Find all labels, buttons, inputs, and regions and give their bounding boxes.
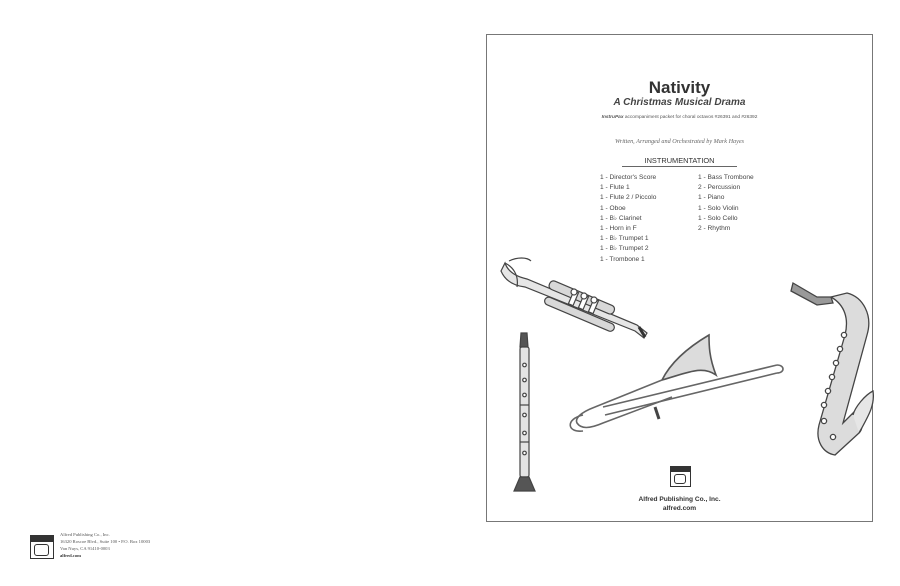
heading-rule bbox=[622, 166, 737, 167]
alfred-logo-icon bbox=[670, 466, 691, 487]
instrument-item: 1 - Director's Score bbox=[600, 174, 657, 181]
clarinet-icon bbox=[513, 332, 536, 492]
instrument-item: 1 - Flute 1 bbox=[600, 184, 630, 192]
credits-line: Written, Arranged and Orchestrated by Ma… bbox=[614, 138, 745, 145]
publisher-line: Alfred Publishing Co., Inc. bbox=[60, 532, 110, 537]
instrumentation-heading-text: INSTRUMENTATION bbox=[644, 156, 715, 165]
instrument-item: 1 - Piano bbox=[698, 194, 725, 202]
publisher-line: alfred.com bbox=[60, 553, 81, 558]
alfred-logo-icon bbox=[30, 535, 54, 559]
back-cover-publisher-block: Alfred Publishing Co., Inc. 16320 Roscoe… bbox=[30, 531, 250, 571]
packet-note-brand: InstruPax bbox=[601, 115, 624, 120]
cover-subtitle: A Christmas Musical Drama bbox=[613, 97, 746, 108]
instrument-item: 1 - Horn in F bbox=[600, 225, 637, 233]
instrument-item: 1 - Solo Cello bbox=[698, 214, 738, 222]
instrument-item: 1 - B♭ Trumpet 1 bbox=[600, 235, 649, 243]
publisher-name: Alfred Publishing Co., Inc. bbox=[638, 496, 721, 503]
packet-note: InstruPax accompaniment packet for chora… bbox=[487, 115, 872, 120]
trombone-icon bbox=[569, 333, 784, 432]
instrument-item: 1 - Oboe bbox=[600, 204, 626, 212]
cover-title: Nativity bbox=[648, 78, 711, 97]
instrumentation-list-left: 1 - Director's Score 1 - Flute 1 1 - Flu… bbox=[600, 173, 656, 265]
instrumentation-heading: INSTRUMENTATION bbox=[622, 156, 737, 167]
instrumentation-list-right: 1 - Bass Trombone 2 - Percussion 1 - Pia… bbox=[698, 173, 754, 234]
instrument-item: 1 - Flute 2 / Piccolo bbox=[600, 194, 657, 202]
saxophone-icon bbox=[790, 282, 874, 456]
instrument-item: 2 - Percussion bbox=[698, 184, 741, 192]
trumpet-icon bbox=[500, 257, 648, 339]
publisher-website: alfred.com bbox=[662, 505, 697, 512]
instrument-item: 1 - Bass Trombone bbox=[698, 174, 754, 181]
instrument-item: 1 - B♭ Clarinet bbox=[600, 214, 642, 222]
instrument-item: 2 - Rhythm bbox=[698, 225, 731, 233]
publisher-line: 16320 Roscoe Blvd., Suite 100 • P.O. Box… bbox=[60, 539, 151, 544]
publisher-line: Van Nuys, CA 91410-0003 bbox=[60, 546, 110, 551]
front-cover: Nativity A Christmas Musical Drama Instr… bbox=[486, 34, 874, 522]
instrument-illustrations bbox=[500, 257, 874, 492]
instrument-item: 1 - Trombone 1 bbox=[600, 255, 645, 263]
instrument-item: 1 - B♭ Trumpet 2 bbox=[600, 245, 649, 253]
instrument-item: 1 - Solo Violin bbox=[698, 204, 739, 212]
back-publisher-address: Alfred Publishing Co., Inc. 16320 Roscoe… bbox=[60, 531, 150, 559]
packet-note-text: accompaniment packet for choral octavos … bbox=[623, 115, 758, 120]
